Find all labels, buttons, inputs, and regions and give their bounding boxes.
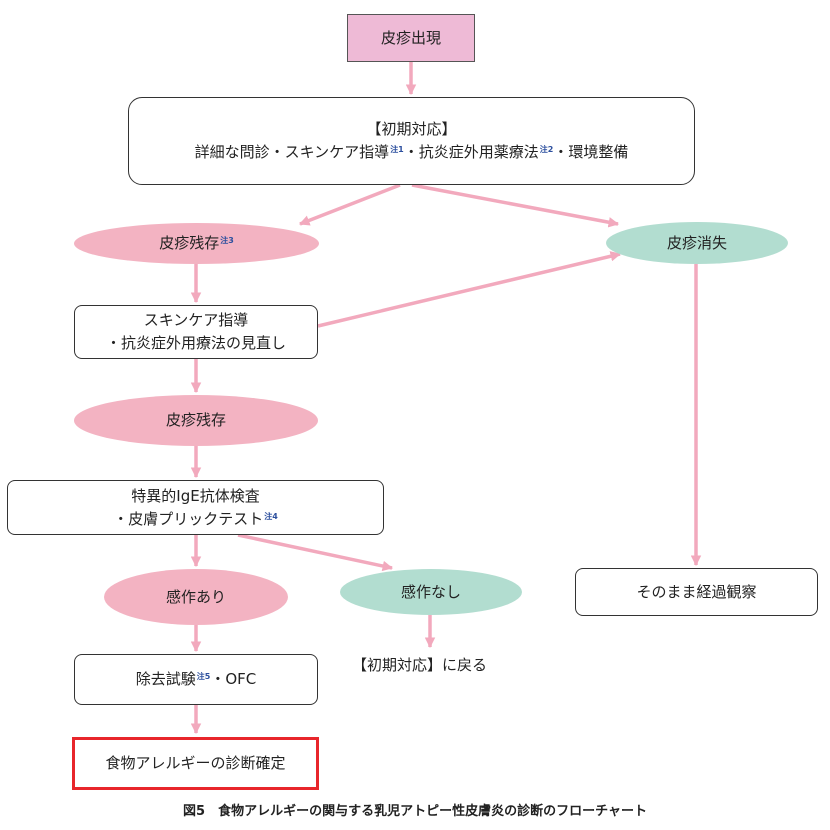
initial-response-box: 【初期対応】 詳細な問診・スキンケア指導注1・抗炎症外用薬療法注2・環境整備 — [128, 97, 695, 185]
allergy-tests-line1: 特異的IgE抗体検査 — [131, 486, 260, 505]
allergy-tests-line2: ・皮膚プリックテスト — [113, 509, 264, 528]
arrow-initial-to-remain1 — [299, 183, 401, 226]
sensitized-no-ellipse: 感作なし — [340, 569, 522, 615]
continue-observation-box: そのまま経過観察 — [575, 568, 818, 616]
return-to-initial-text: 【初期対応】に戻る — [352, 656, 488, 674]
rash-resolved-ellipse: 皮疹消失 — [606, 222, 788, 264]
note3-marker: 注3 — [220, 236, 234, 245]
allergy-tests-box: 特異的IgE抗体検査 ・皮膚プリックテスト注4 — [7, 480, 384, 535]
elimination-test-part2: ・OFC — [210, 670, 257, 688]
arrow-tests-to-sens-no — [237, 533, 394, 572]
initial-response-body: 詳細な問診・スキンケア指導注1・抗炎症外用薬療法注2・環境整備 — [195, 141, 629, 164]
rash-remains-ellipse-1: 皮疹残存注3 — [74, 223, 319, 264]
note4-marker: 注4 — [264, 511, 278, 521]
rash-remains-ellipse-2: 皮疹残存 — [74, 395, 318, 446]
initial-response-part2: ・抗炎症外用薬療法 — [403, 143, 539, 161]
arrow-initial-to-resolved — [411, 183, 620, 228]
note5-marker: 注5 — [196, 672, 211, 681]
elimination-test-box: 除去試験注5・OFC — [74, 654, 318, 705]
treatment-review-line1: スキンケア指導 — [143, 311, 249, 329]
continue-observation-label: そのまま経過観察 — [636, 582, 757, 601]
initial-response-heading: 【初期対応】 — [366, 120, 457, 138]
sensitized-no-label: 感作なし — [400, 582, 461, 601]
diagnosis-confirmed-box: 食物アレルギーの診断確定 — [72, 737, 319, 790]
sensitized-yes-label: 感作あり — [165, 587, 226, 606]
onset-box: 皮疹出現 — [347, 14, 475, 62]
rash-resolved-label: 皮疹消失 — [666, 233, 727, 252]
rash-remains-label-1: 皮疹残存 — [159, 234, 220, 252]
elimination-test-part1: 除去試験 — [135, 670, 196, 688]
treatment-review-line2: ・抗炎症外用療法の見直し — [105, 334, 286, 352]
rash-remains-label-2: 皮疹残存 — [165, 411, 226, 429]
initial-response-part3: ・環境整備 — [553, 143, 629, 161]
initial-response-part1: 詳細な問診・スキンケア指導 — [194, 143, 390, 161]
diagnosis-confirmed-label: 食物アレルギーの診断確定 — [105, 754, 286, 772]
treatment-review-box: スキンケア指導 ・抗炎症外用療法の見直し — [74, 305, 318, 359]
note2-marker: 注2 — [539, 145, 554, 154]
note1-marker: 注1 — [390, 145, 404, 154]
arrow-review-to-resolved — [317, 251, 622, 328]
onset-label: 皮疹出現 — [380, 28, 441, 47]
figure-caption: 図5 食物アレルギーの関与する乳児アトピー性皮膚炎の診断のフローチャート — [183, 804, 647, 819]
sensitized-yes-ellipse: 感作あり — [104, 569, 288, 625]
